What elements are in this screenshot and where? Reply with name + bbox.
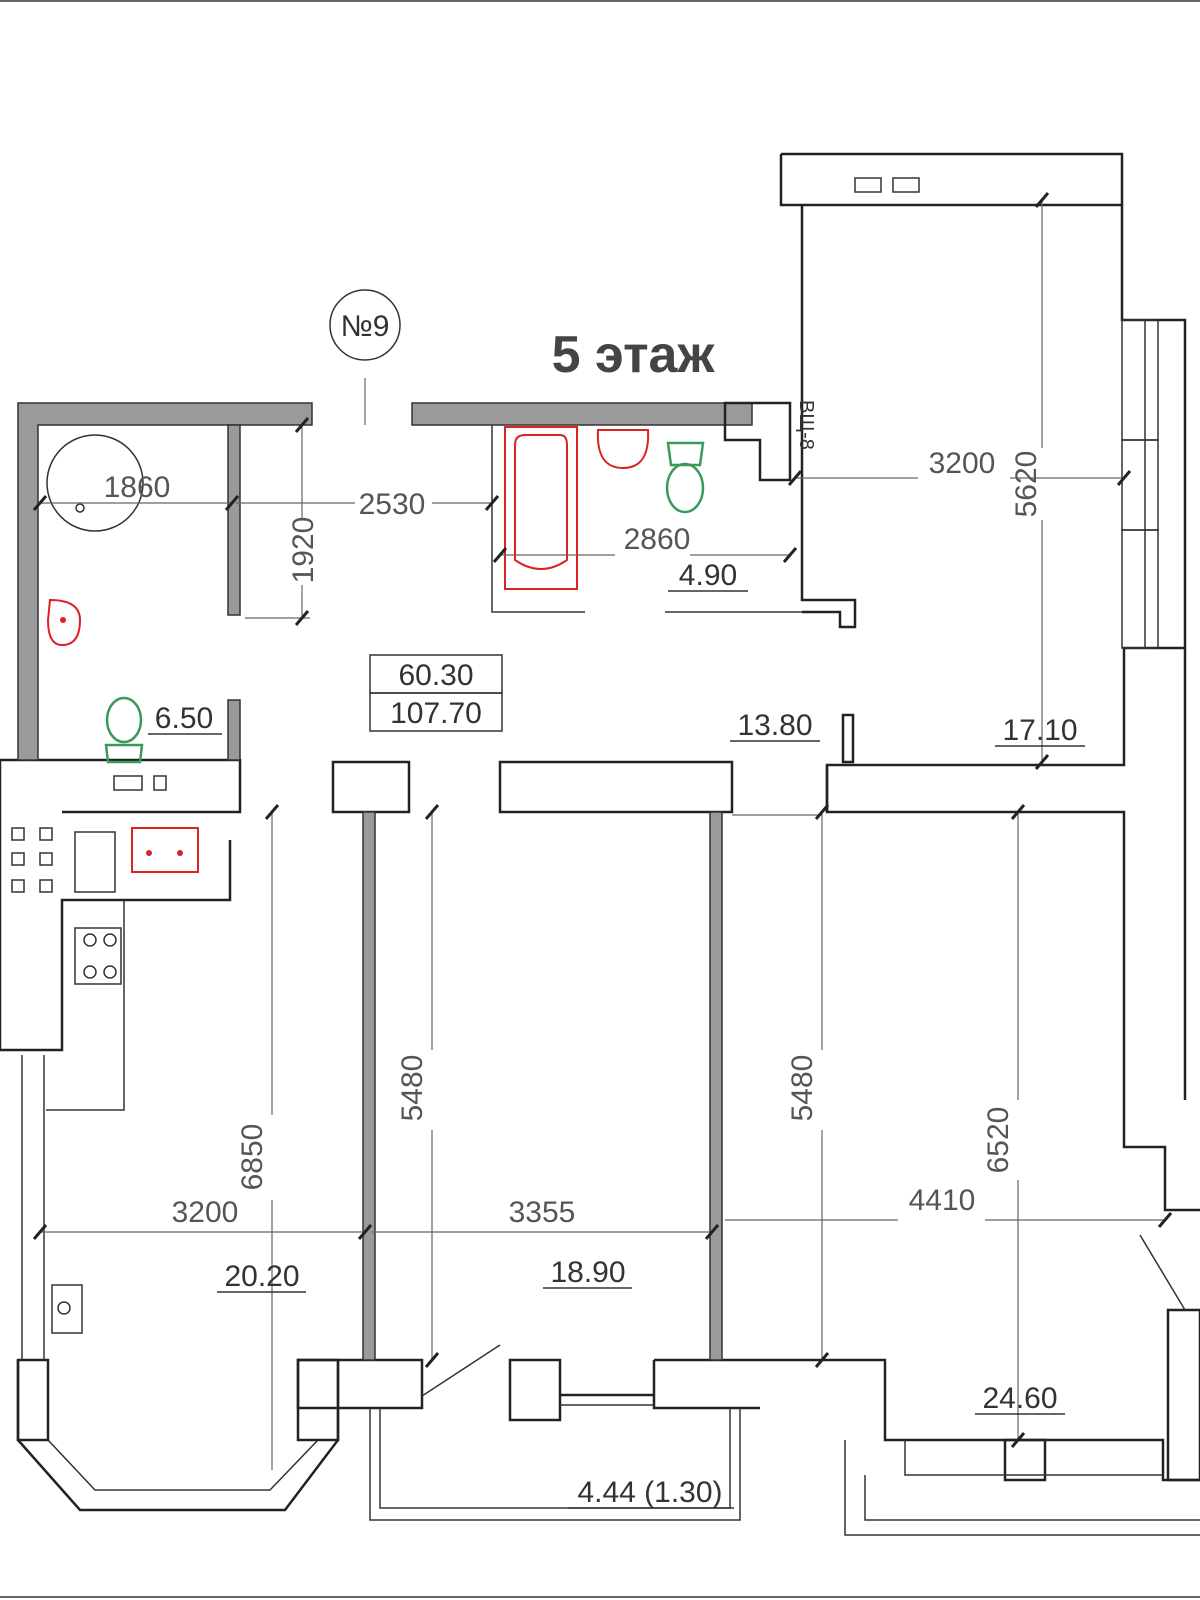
- room-area-wc: 6.50: [155, 702, 213, 735]
- dim-6850: 6850: [236, 1124, 269, 1191]
- living-area: 60.30: [398, 659, 473, 692]
- dim-4410: 4410: [909, 1184, 976, 1217]
- apartment-number: №9: [341, 310, 390, 343]
- room-area-middle: 18.90: [550, 1256, 625, 1289]
- apartment-number-circle: [329, 289, 401, 361]
- dim-1860: 1860: [104, 471, 171, 504]
- dim-2860: 2860: [624, 523, 691, 556]
- room-area-balcony: 4.44 (1.30): [577, 1476, 722, 1509]
- panel-label: ВЩ-8: [795, 400, 817, 450]
- dim-1920: 1920: [287, 517, 320, 584]
- dim-3200-bottom: 3200: [172, 1196, 239, 1229]
- dim-2530: 2530: [359, 488, 426, 521]
- dim-5480-left: 5480: [396, 1055, 429, 1122]
- dim-5620: 5620: [1010, 451, 1043, 518]
- dim-5480-right: 5480: [786, 1055, 819, 1122]
- room-area-bathroom: 4.90: [679, 559, 737, 592]
- dimension-lines: [32, 192, 1173, 1470]
- dim-3200-top: 3200: [929, 447, 996, 480]
- total-area: 107.70: [390, 697, 482, 730]
- room-area-hall: 13.80: [737, 709, 812, 742]
- floor-title: 5 этаж: [552, 326, 716, 384]
- dim-6520: 6520: [982, 1107, 1015, 1174]
- room-area-right-bottom: 24.60: [982, 1382, 1057, 1415]
- exterior-walls: [0, 152, 1200, 1536]
- room-area-kitchen: 20.20: [224, 1260, 299, 1293]
- fixtures: [11, 177, 920, 1334]
- room-area-right-top: 17.10: [1002, 714, 1077, 747]
- dim-3355: 3355: [509, 1196, 576, 1229]
- total-area-box: [369, 692, 503, 732]
